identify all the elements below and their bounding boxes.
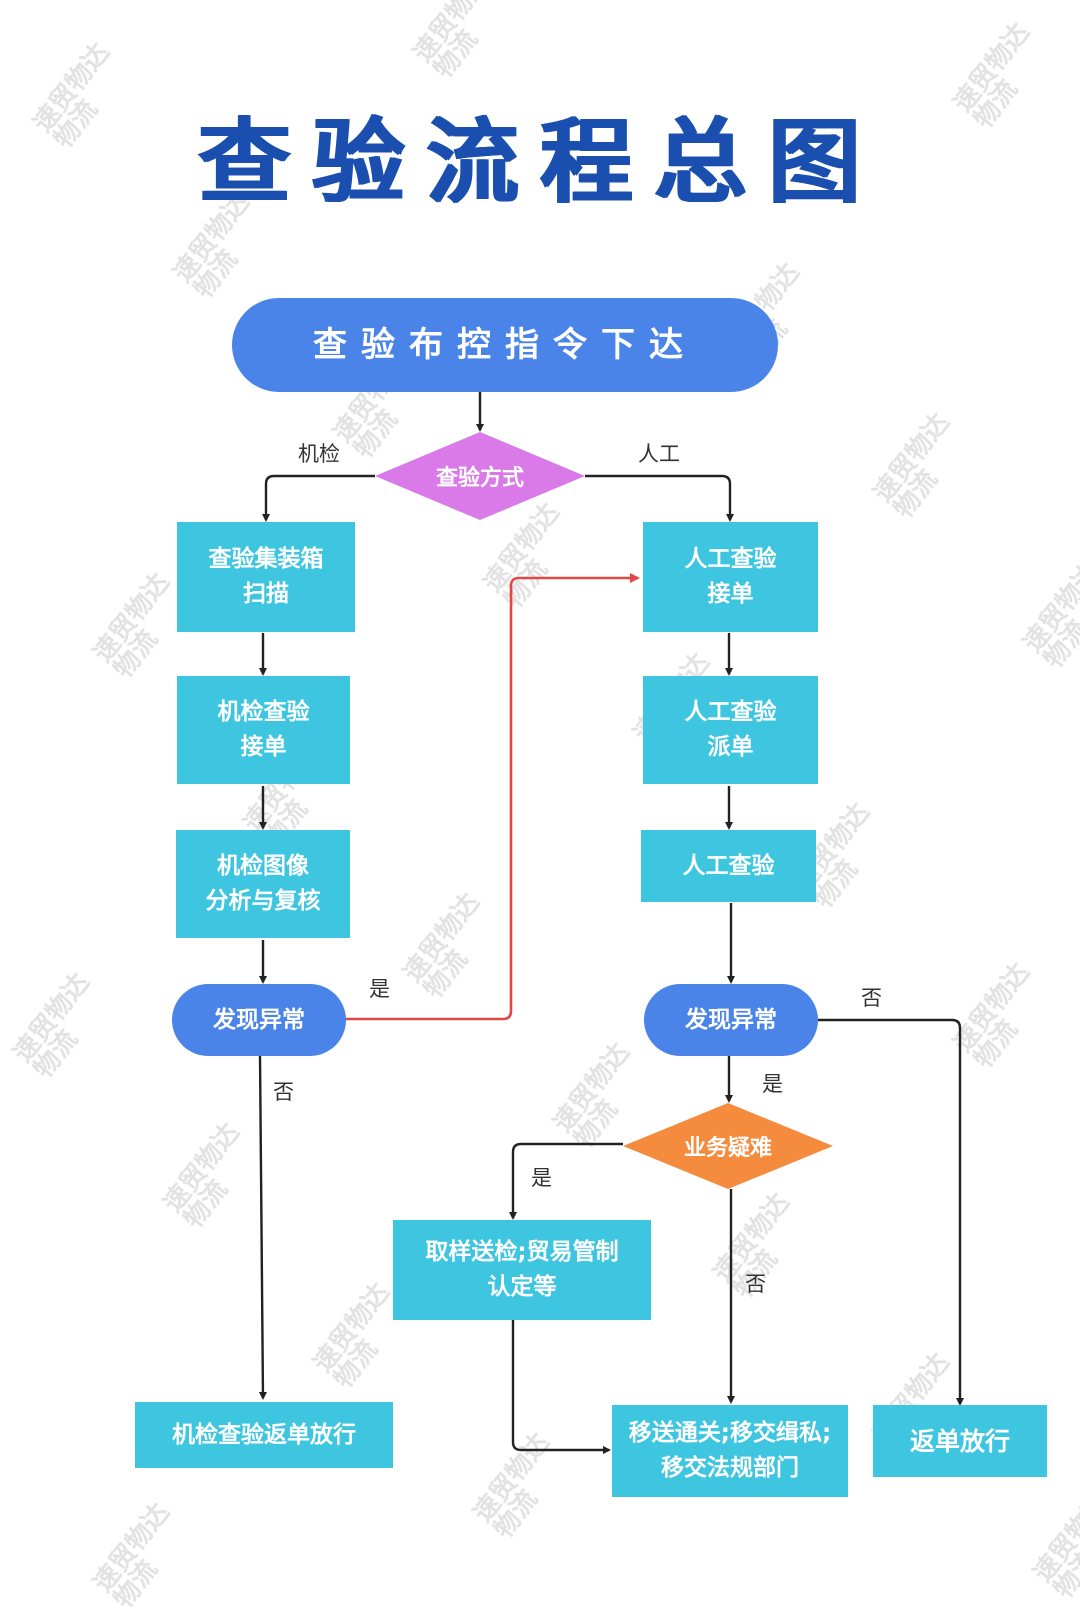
machine-anomaly-node[interactable]: 发现异常 [172,984,346,1056]
manual-inspect-node[interactable]: 人工查验 [641,830,816,902]
transfer-node[interactable]: 移送通关;移交缉私; 移交法规部门 [612,1405,848,1497]
label-machine-no: 否 [273,1080,294,1104]
label-manual-yes: 是 [762,1072,783,1096]
label-machine: 机检 [298,442,340,466]
machine-image-node[interactable]: 机检图像 分析与复核 [176,830,350,938]
connector-method-manual [585,474,734,522]
connector-difficulty-yes [509,1142,623,1220]
label-manual-no: 否 [861,986,882,1010]
connector-sampling-transfer [511,1320,611,1454]
connector-machine-no [258,1055,267,1400]
manual-dispatch-node[interactable]: 人工查验 派单 [643,676,818,784]
sampling-node[interactable]: 取样送检;贸易管制 认定等 [393,1220,651,1320]
connector-method-machine [262,474,375,522]
flowchart-connectors [258,392,964,1454]
label-machine-yes: 是 [369,977,390,1001]
connector-machine-yes [345,573,640,1021]
release-node[interactable]: 返单放行 [873,1405,1047,1477]
method-decision-shape [375,432,585,520]
machine-scan-node[interactable]: 查验集装箱 扫描 [177,522,355,632]
connector-manual-no [818,1018,964,1406]
label-difficulty-no: 否 [745,1272,766,1296]
difficulty-decision-label: 业务疑难 [683,1136,772,1161]
start-node[interactable]: 查验布控指令下达 [232,298,778,392]
label-difficulty-yes: 是 [531,1166,552,1190]
page-title: 查验流程总图 [197,109,882,216]
machine-accept-node[interactable]: 机检查验 接单 [177,676,350,784]
manual-accept-node[interactable]: 人工查验 接单 [643,522,818,632]
label-manual: 人工 [638,442,680,466]
manual-anomaly-node[interactable]: 发现异常 [644,984,818,1056]
difficulty-decision-shape [623,1103,833,1189]
method-decision-label: 查验方式 [435,466,524,491]
machine-release-node[interactable]: 机检查验返单放行 [135,1402,393,1468]
